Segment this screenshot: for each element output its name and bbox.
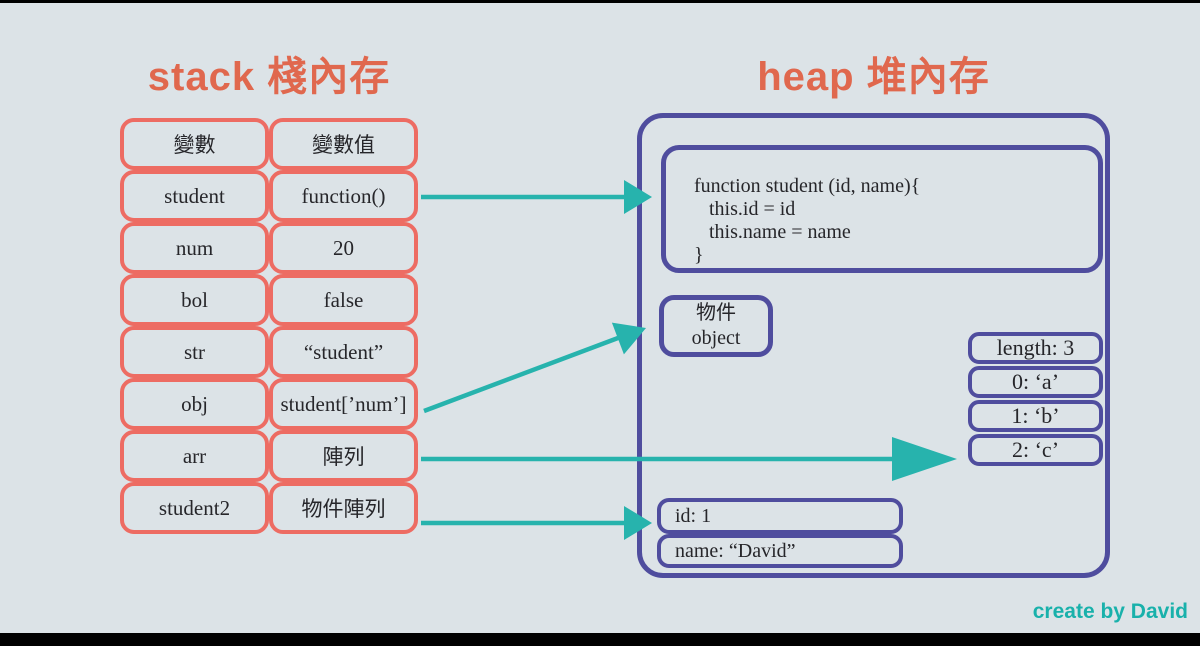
stack-cell-var: bol [120,274,269,326]
stack-table: 變數 變數值 student function() num 20 bol fal… [120,118,418,534]
array-item-2: 2: ‘c’ [968,434,1103,466]
stack-cell-value: false [269,274,418,326]
stack-title: stack 棧內存 [147,55,391,99]
credit-text: create by David [1032,600,1188,623]
stack-header-value: 變數值 [269,118,418,170]
student-id-field: id: 1 [657,498,903,534]
stack-cell-var: num [120,222,269,274]
object-label-zh: 物件 [696,302,736,324]
heap-title: heap 堆內存 [757,55,990,99]
object-box: 物件 object [659,295,773,357]
function-box: function student (id, name){ this.id = i… [661,145,1103,273]
stack-cell-var: str [120,326,269,378]
stack-cell-var: student [120,170,269,222]
function-code: function student (id, name){ this.id = i… [694,175,921,266]
bottom-black-bar [0,633,1200,646]
stack-cell-var: student2 [120,482,269,534]
array-length: length: 3 [968,332,1103,364]
arrow-object-reference [423,322,646,414]
array-item-0: 0: ‘a’ [968,366,1103,398]
stack-cell-value: 陣列 [269,430,418,482]
stack-cell-value: function() [269,170,418,222]
array-box: length: 3 0: ‘a’ 1: ‘b’ 2: ‘c’ [968,332,1103,466]
heap-container: function student (id, name){ this.id = i… [637,113,1110,578]
arrow-student-object-reference [421,506,652,540]
top-black-bar [0,0,1200,3]
stack-cell-value: “student” [269,326,418,378]
student-object-box: id: 1 name: “David” [657,498,903,568]
arrow-function-reference [421,180,652,214]
stack-cell-var: arr [120,430,269,482]
stack-cell-var: obj [120,378,269,430]
stack-cell-value: 物件陣列 [269,482,418,534]
object-label-en: object [691,327,741,349]
stack-cell-value: student[’num’] [269,378,418,430]
stack-cell-value: 20 [269,222,418,274]
student-name-field: name: “David” [657,534,903,568]
array-item-1: 1: ‘b’ [968,400,1103,432]
stack-header-var: 變數 [120,118,269,170]
